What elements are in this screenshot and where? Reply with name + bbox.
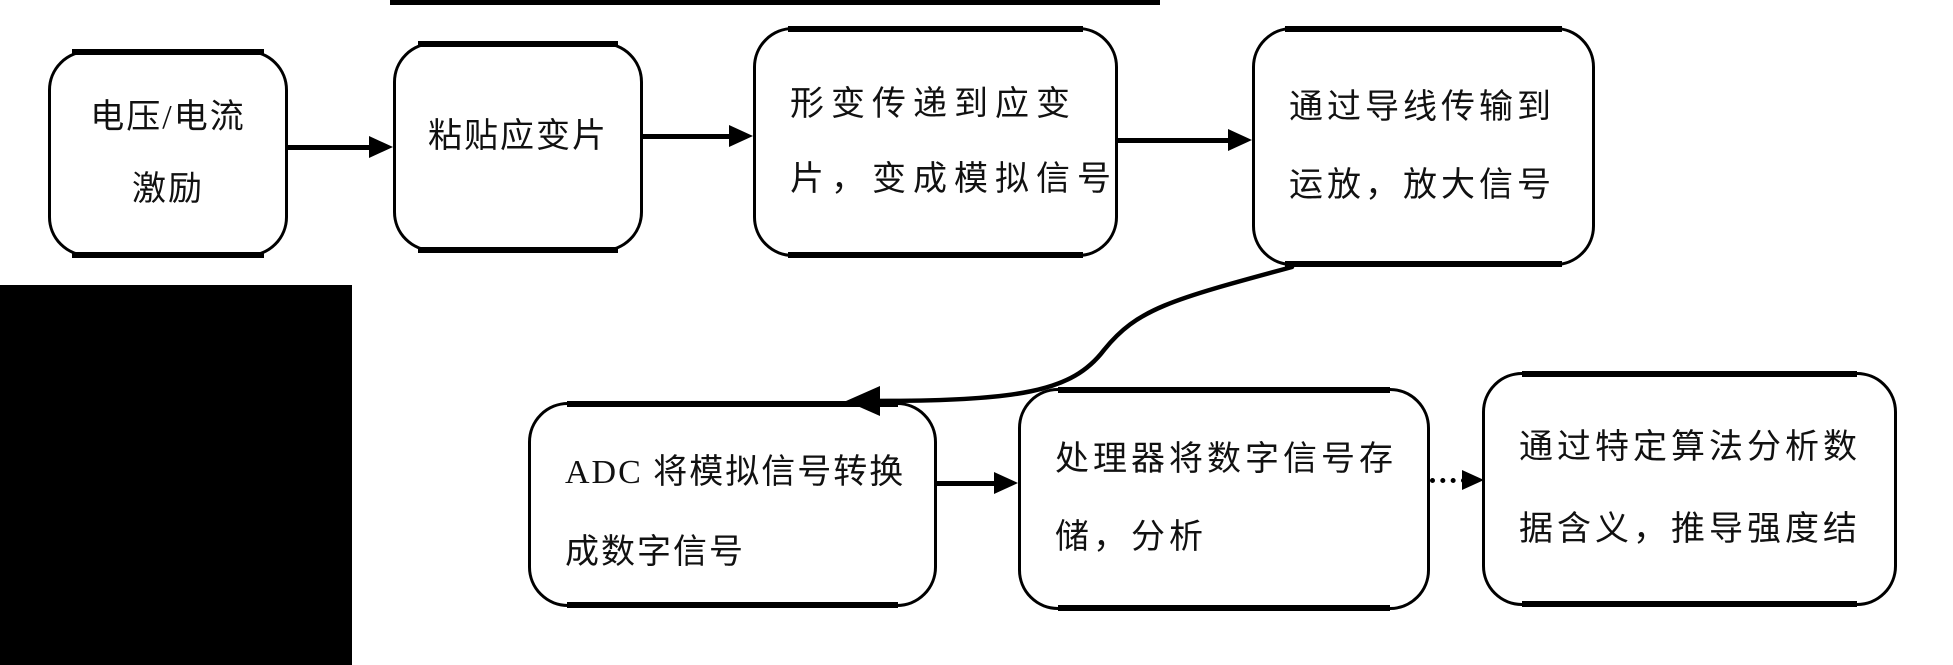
arrow-head-icon [1228,129,1252,151]
arrow-line-1 [288,145,370,150]
flow-box-processor: 处理器将数字信号存 储，分析 [1018,387,1430,611]
curve-path [865,264,1295,404]
arrow-head-icon [369,136,393,158]
arrow-line-5-dotted [1430,478,1466,483]
redaction-block [0,285,352,665]
flow-box-strain-gauge: 粘贴应变片 [393,41,643,253]
flow-box-excitation: 电压/电流 激励 [48,49,288,258]
box-text-line: 通过导线传输到 [1289,88,1555,126]
arrow-head-icon [729,125,753,147]
box-text-line: 处理器将数字信号存 [1055,441,1397,478]
box-text-line: 通过特定算法分析数 [1519,429,1861,466]
box-text-line: 储，分析 [1055,519,1207,556]
box-text-line: 成数字信号 [565,533,745,571]
box-text-line: 激励 [132,170,204,208]
box-text-line: 形变传递到应变 [790,86,1077,123]
arrow-head-icon [1462,470,1484,490]
arrow-line-3 [1118,138,1228,143]
box-text-line: 粘贴应变片 [428,118,608,155]
flow-box-algorithm: 通过特定算法分析数 据含义，推导强度结 [1482,371,1897,607]
arrow-line-4 [937,481,994,486]
flow-box-opamp: 通过导线传输到 运放，放大信号 [1252,26,1595,267]
box-text-line: 据含义，推导强度结 [1519,511,1861,548]
box-text-line: 电压/电流 [90,98,246,136]
box-text-line: 运放，放大信号 [1289,166,1555,204]
box-text-line: ADC 将模拟信号转换 [565,453,906,491]
box-text-line: 片，变成模拟信号 [790,161,1118,198]
arrow-line-2 [643,134,729,139]
arrow-head-icon [994,472,1018,494]
top-horizontal-rule [390,0,1160,5]
flow-box-adc: ADC 将模拟信号转换 成数字信号 [528,401,937,608]
flow-box-deformation: 形变传递到应变 片，变成模拟信号 [753,26,1118,258]
